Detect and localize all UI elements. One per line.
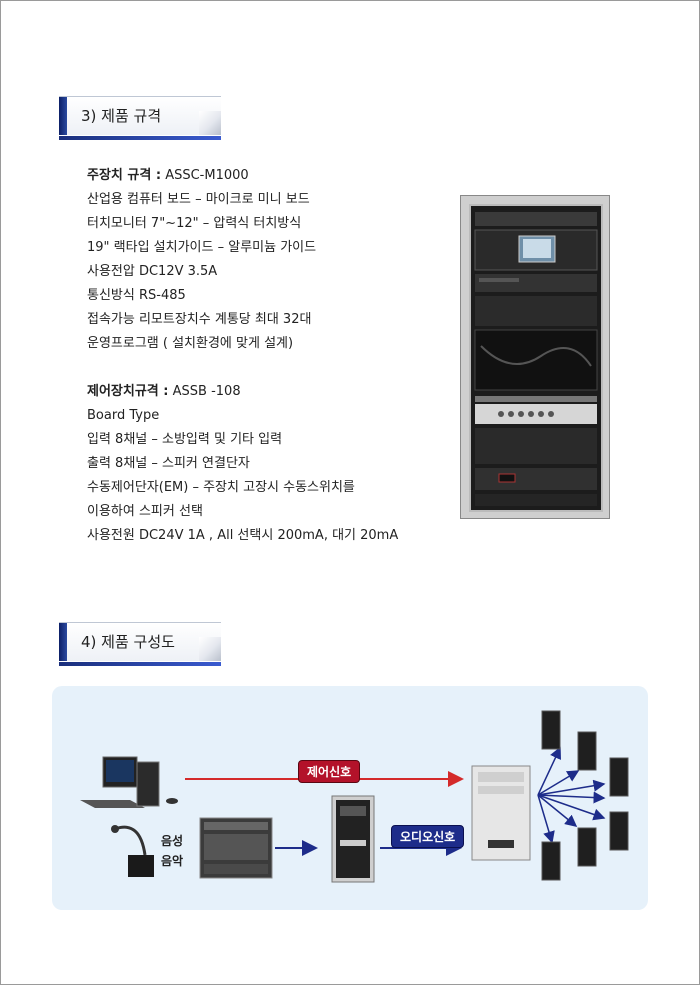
control-signal-label: 제어신호: [298, 760, 361, 783]
tab-accent-bar: [59, 623, 67, 661]
speaker-icon: [609, 757, 629, 797]
spec-list: 주장치 규격 : ASSC-M1000 산업용 컴퓨터 보드 – 마이크로 미니…: [87, 164, 398, 548]
tab-underline: [59, 662, 221, 666]
spec-line: 수동제어단자(EM) – 주장치 고장시 수동스위치를: [87, 480, 355, 495]
spec-line: 운영프로그램 ( 설치환경에 맞게 설계): [87, 336, 294, 351]
spec-line: 출력 8채널 – 스피커 연결단자: [87, 456, 250, 471]
page-curl-decoration: [199, 637, 221, 661]
spec-line: 19" 랙타입 설치가이드 – 알루미늄 가이드: [87, 240, 317, 255]
spec-line: 사용전원 DC24V 1A , All 선택시 200mA, 대기 20mA: [87, 528, 399, 543]
section-title: 3) 제품 규격: [81, 107, 162, 125]
audio-signal-label: 오디오신호: [391, 825, 465, 848]
speaker-icon: [577, 731, 597, 771]
speaker-icon: [541, 710, 561, 750]
speaker-icon: [609, 811, 629, 851]
computer-icon: [80, 756, 178, 808]
main-spec-model: ASSC-M1000: [161, 168, 249, 183]
spec-line: 사용전압 DC12V 3.5A: [87, 264, 218, 279]
section-tab-specs: 3) 제품 규격: [59, 96, 221, 140]
audio-mixer-icon: [199, 817, 273, 879]
main-spec-heading: 주장치 규격 :: [87, 168, 162, 183]
section-title: 4) 제품 구성도: [81, 633, 175, 651]
amplifier-tower-icon: [471, 765, 531, 861]
page-curl-decoration: [199, 111, 221, 135]
rack-cabinet-photo: [460, 195, 610, 519]
control-spec-model: ASSB -108: [168, 384, 241, 399]
spec-line: 산업용 컴퓨터 보드 – 마이크로 미니 보드: [87, 192, 310, 207]
spec-line: Board Type: [87, 408, 160, 423]
music-label: 음악: [161, 854, 184, 868]
control-spec-heading: 제어장치규격 :: [87, 384, 169, 399]
section-tab-configuration: 4) 제품 구성도: [59, 622, 221, 666]
tab-underline: [59, 136, 221, 140]
main-spec-heading-row: 주장치 규격 : ASSC-M1000: [87, 164, 398, 188]
voice-label: 음성: [161, 834, 184, 848]
speaker-icon: [541, 841, 561, 881]
spec-line: 터치모니터 7"~12" – 압력식 터치방식: [87, 216, 302, 231]
microphone-icon: [111, 825, 154, 877]
spec-line: 통신방식 RS-485: [87, 288, 186, 303]
speaker-icon: [577, 827, 597, 867]
speaker-distribution-lines: [537, 746, 606, 844]
spec-line: 이용하여 스피커 선택: [87, 504, 203, 519]
rack-interior: [469, 204, 603, 512]
control-spec-heading-row: 제어장치규격 : ASSB -108: [87, 380, 398, 404]
spec-line: 접속가능 리모트장치수 계통당 최대 32대: [87, 312, 312, 327]
spec-line: 입력 8채널 – 소방입력 및 기타 입력: [87, 432, 283, 447]
rack-unit-icon: [331, 795, 375, 883]
tab-accent-bar: [59, 97, 67, 135]
rack-equipment-illustration: [471, 206, 601, 510]
speaker-icons: [541, 710, 629, 881]
